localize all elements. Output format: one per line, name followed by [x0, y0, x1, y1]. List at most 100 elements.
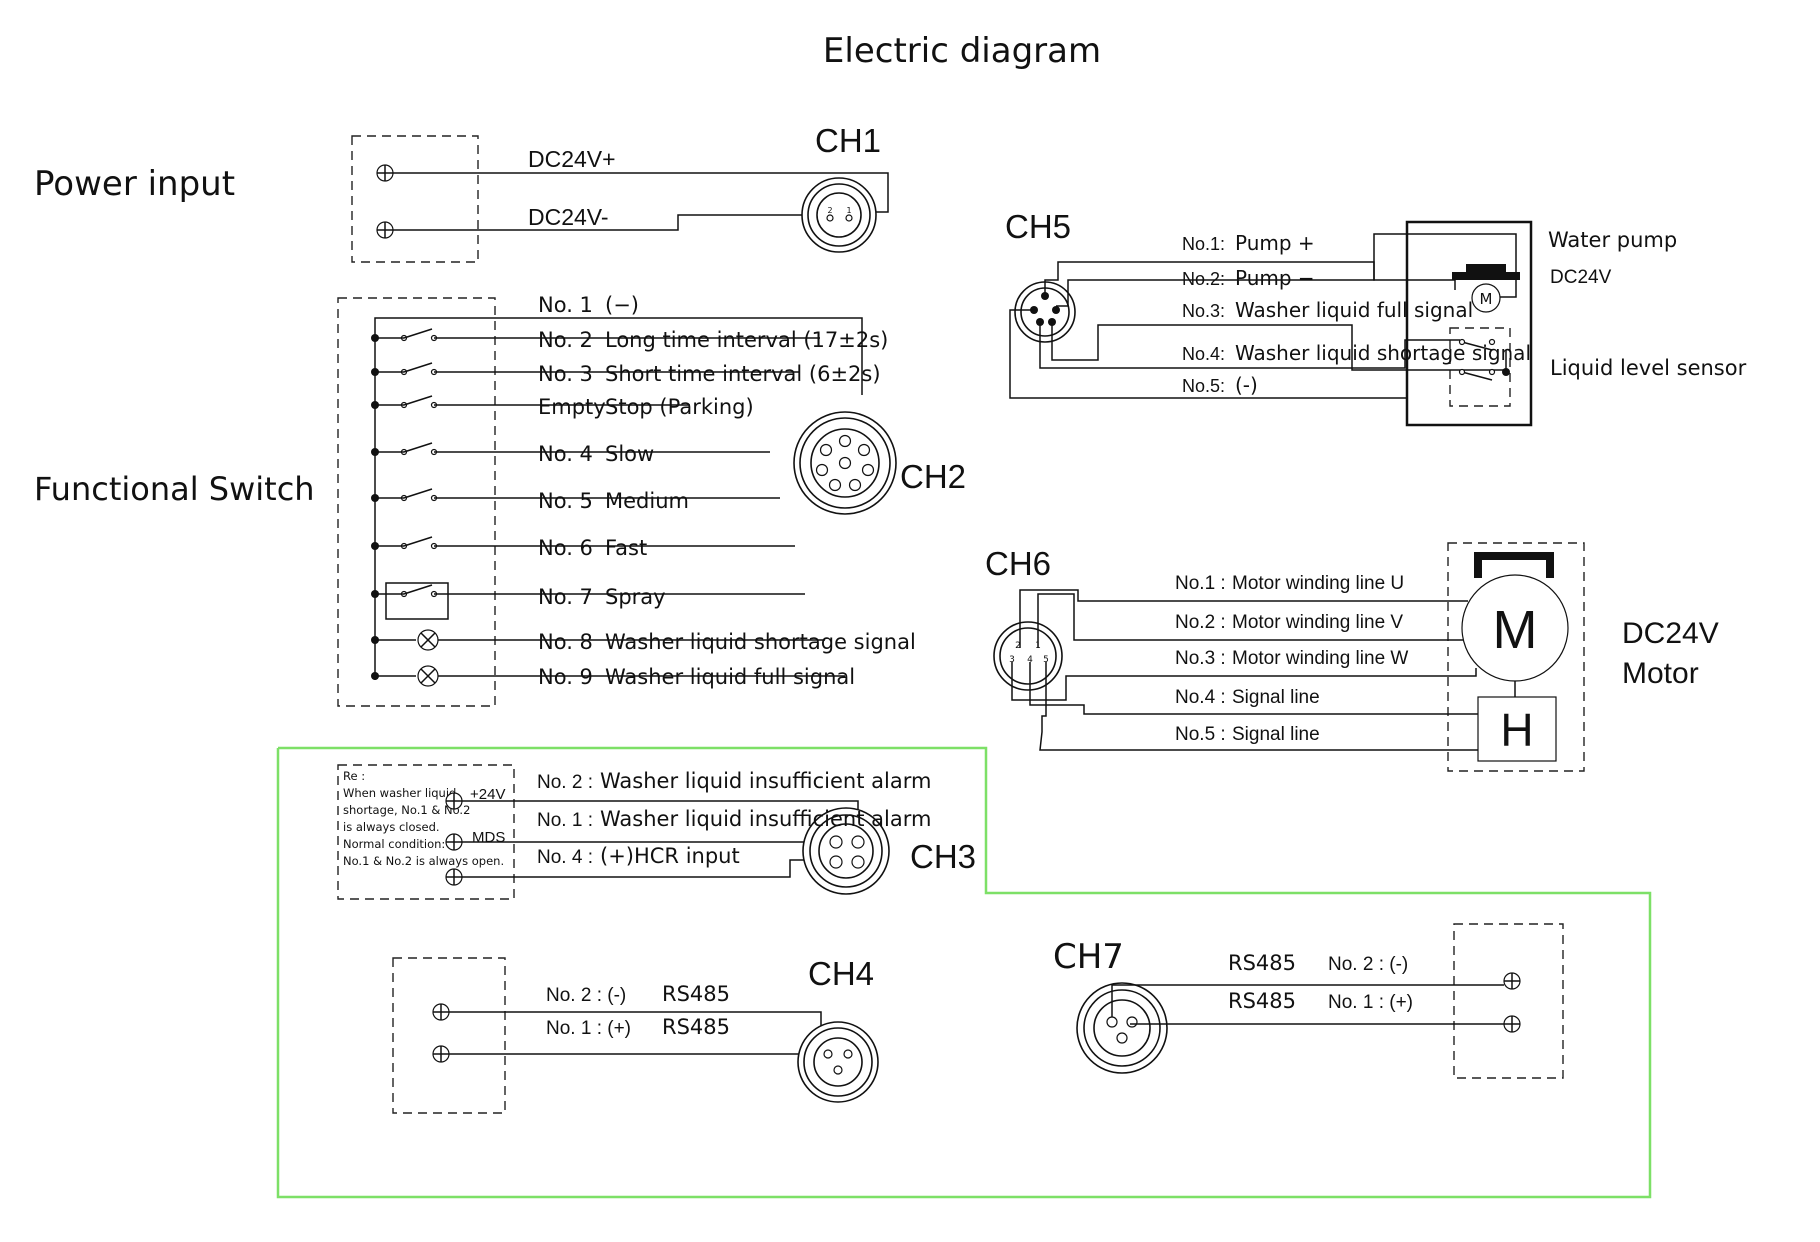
- ch6-wire-5: [1039, 662, 1478, 751]
- spray-relay: [385, 582, 449, 620]
- ch7-wire-2: [1111, 984, 1504, 1017]
- label-dc24v-minus: DC24V-: [528, 204, 609, 230]
- ch3-connector: [802, 807, 890, 895]
- motor-label: Motor: [1622, 657, 1699, 690]
- ch3-pin-row: No. 4 :(+)HCR input: [537, 844, 740, 868]
- ch3-label: CH3: [910, 838, 976, 875]
- ch5-wire-3: [1009, 309, 1408, 399]
- ch4-pin-number: No. 1 : (+): [546, 1018, 631, 1039]
- ch3-pin-number: No. 4 :: [537, 847, 593, 868]
- ch6-pin-label: Signal line: [1232, 687, 1320, 708]
- hall-sensor: H: [1477, 696, 1557, 762]
- power-terminal-box: [351, 135, 479, 263]
- label-mds: MDS: [472, 829, 505, 846]
- ch7-terminal-box: [1453, 923, 1564, 1079]
- svg-text:M: M: [1493, 600, 1538, 660]
- ch5-pin-row: No.3: Washer liquid full signal: [1182, 298, 1473, 322]
- ch3-note-line: shortage, No.1 & No.2: [343, 803, 470, 817]
- ch5-wire-4: [1039, 322, 1460, 369]
- ch6-pin-row: No.3 :Motor winding line W: [1175, 648, 1408, 669]
- ch3-note-line: Normal condition:: [343, 837, 445, 851]
- ch3-pin-row: No. 1 :Washer liquid insufficient alarm: [537, 807, 931, 831]
- ch5-wire-5: [1051, 322, 1507, 371]
- ch5-pin-row: No.4:Washer liquid shortage signal: [1182, 341, 1531, 365]
- ch4-terminal-plus: [432, 1045, 450, 1063]
- switch-pin-label: Long time interval (17±2s): [605, 328, 888, 352]
- ch7-pin-row: RS485 No. 2 : (-): [1228, 951, 1408, 975]
- switch-pin-number: No. 6: [538, 536, 593, 560]
- ch6-pin-number: No.2 :: [1175, 612, 1226, 633]
- ch5-wire-2: [1044, 261, 1456, 296]
- ch3-note-line: is always closed.: [343, 820, 440, 834]
- ch5-device-box: [1405, 220, 1533, 427]
- ch4-pin-row: No. 2 : (-)RS485: [546, 982, 730, 1006]
- page-title: Electric diagram: [823, 31, 1101, 71]
- functional-switch-heading: Functional Switch: [34, 470, 315, 508]
- ch6-pin-number: No.5 :: [1175, 724, 1226, 745]
- ch6-wire-4: [1029, 662, 1482, 715]
- ch7-pin-number: No. 1 : (+): [1328, 992, 1413, 1013]
- svg-text:M: M: [1480, 290, 1493, 308]
- ch5-pin-row: No.1:Pump +: [1182, 231, 1315, 255]
- ch3-note-line: When washer liquid: [343, 786, 456, 800]
- switch-pin-label: Stop (Parking): [605, 395, 754, 419]
- switch-pin-number: No. 4: [538, 442, 593, 466]
- ch6-pin-label: Motor winding line V: [1232, 612, 1403, 633]
- ch6-pin-row: No.2 : Motor winding line V: [1175, 612, 1403, 633]
- ch1-label: CH1: [815, 122, 881, 159]
- ch5-pin-label: Pump +: [1235, 231, 1315, 255]
- label-24v: +24V: [470, 786, 505, 803]
- ch4-pin-label: RS485: [662, 1015, 730, 1039]
- ch5-pin-row: No.2:Pump −: [1182, 266, 1315, 290]
- switch-pin-number: No. 2: [538, 328, 593, 352]
- svg-text:2: 2: [1015, 641, 1021, 651]
- switch-pin-number: No. 8: [538, 630, 593, 654]
- ch5-section: CH5 M: [1005, 208, 1747, 427]
- power-input-section: Power input DC24V+ DC24V- 2 1 CH1: [34, 122, 889, 263]
- switch-pin-label: (−): [605, 293, 639, 317]
- ch7-label: CH7: [1053, 937, 1124, 977]
- switch-pin-number: No. 1: [538, 293, 593, 317]
- ch7-pin-number: No. 2 : (-): [1328, 954, 1408, 975]
- ch5-pin-number: No.3:: [1182, 301, 1225, 321]
- ch6-wire-2: [1037, 593, 1466, 648]
- ch6-pin-number: No.1 :: [1175, 573, 1226, 594]
- ch5-pin-number: No.4:: [1182, 344, 1225, 364]
- ch5-wire-1: [1056, 233, 1517, 307]
- terminal-minus: [376, 221, 394, 239]
- ch7-pin-label: RS485: [1228, 989, 1296, 1013]
- ch7-connector: [1076, 982, 1168, 1074]
- ch6-pin-number: No.3 :: [1175, 648, 1226, 669]
- ch5-pin-row: No.5:(-): [1182, 373, 1258, 397]
- svg-text:5: 5: [1043, 655, 1049, 665]
- ch7-pin-row: RS485 No. 1 : (+): [1228, 989, 1413, 1013]
- label-dc24v-plus: DC24V+: [528, 146, 616, 172]
- ch4-terminal-box: [392, 957, 506, 1114]
- terminal-24v: [445, 792, 463, 810]
- ch4-pin-number: No. 2 : (-): [546, 985, 626, 1006]
- ch3-pin-number: No. 1 :: [537, 810, 593, 831]
- ch7-pin-label: RS485: [1228, 951, 1296, 975]
- switch-pin-number: No. 5: [538, 489, 593, 513]
- ch4-pin-row: No. 1 : (+) RS485: [546, 1015, 730, 1039]
- power-input-heading: Power input: [34, 164, 235, 204]
- terminal-plus: [376, 164, 394, 182]
- ch5-pin-label: Washer liquid full signal: [1235, 298, 1473, 322]
- svg-text:4: 4: [1027, 655, 1033, 665]
- ch5-pin-label: (-): [1235, 373, 1258, 397]
- switch-pin-label: Spray: [605, 585, 666, 609]
- switch-pin-label: Washer liquid full signal: [605, 665, 855, 689]
- level-sensor-box: [1449, 327, 1511, 407]
- svg-text:3: 3: [1009, 655, 1015, 665]
- ch6-pin-number: No.4 :: [1175, 687, 1226, 708]
- water-pump-voltage: DC24V: [1550, 267, 1612, 288]
- ch5-pin-label: Pump −: [1235, 266, 1315, 290]
- ch7-terminal-minus: [1503, 972, 1521, 990]
